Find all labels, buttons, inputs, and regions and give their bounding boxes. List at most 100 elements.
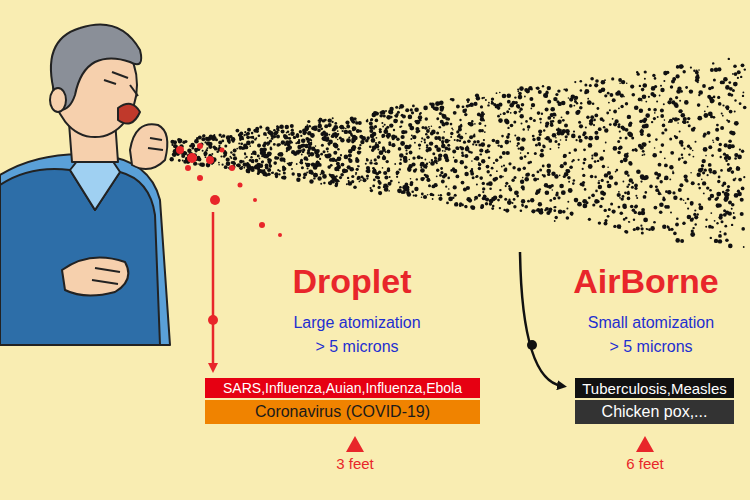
spray-dot xyxy=(644,85,647,88)
spray-dot xyxy=(729,87,733,91)
spray-dot xyxy=(285,125,289,129)
spray-dot xyxy=(445,186,447,188)
spray-dot xyxy=(676,89,681,94)
spray-dot xyxy=(642,95,647,100)
spray-dot xyxy=(681,113,686,118)
spray-dot xyxy=(707,106,709,108)
spray-dot xyxy=(582,168,584,170)
spray-dot xyxy=(460,125,463,128)
spray-dot xyxy=(727,163,730,166)
spray-dot xyxy=(291,129,294,132)
spray-dot xyxy=(415,120,418,123)
spray-dot xyxy=(532,138,535,141)
spray-dot xyxy=(546,185,549,188)
spray-dot xyxy=(431,105,434,108)
spray-dot xyxy=(434,157,437,160)
spray-dot xyxy=(543,129,545,131)
spray-dot xyxy=(521,185,525,189)
spray-dot xyxy=(731,144,735,148)
spray-dot xyxy=(645,101,647,103)
spray-dot xyxy=(542,85,544,87)
spray-dot xyxy=(501,135,504,138)
spray-dot xyxy=(236,164,239,167)
spray-dot xyxy=(692,150,694,152)
spray-dot xyxy=(532,174,535,177)
spray-dot xyxy=(409,151,413,155)
spray-dot xyxy=(617,193,621,197)
spray-dot xyxy=(524,205,528,209)
spray-dot xyxy=(502,176,504,178)
spray-dot xyxy=(402,190,406,194)
spray-dot xyxy=(582,133,585,136)
spray-dot xyxy=(379,114,383,118)
spray-dot xyxy=(620,211,624,215)
spray-dot xyxy=(605,142,607,144)
spray-dot xyxy=(518,92,522,96)
spray-dot xyxy=(259,126,262,129)
spray-dot xyxy=(499,195,503,199)
spray-dot xyxy=(450,132,453,135)
spray-dot xyxy=(346,138,351,143)
spray-dot xyxy=(552,133,557,138)
spray-dot xyxy=(497,199,500,202)
spray-dot xyxy=(740,76,742,78)
spray-dot xyxy=(347,177,349,179)
spray-dot xyxy=(693,70,695,72)
spray-dot xyxy=(538,202,542,206)
spray-dot xyxy=(641,100,643,102)
spray-dot xyxy=(456,175,460,179)
spray-dot xyxy=(407,145,411,149)
spray-dot xyxy=(453,169,458,174)
spray-dot xyxy=(530,198,534,202)
spray-dot xyxy=(731,208,733,210)
spray-dot xyxy=(585,89,590,94)
spray-dot xyxy=(243,167,245,169)
spray-dot xyxy=(670,151,674,155)
spray-dot xyxy=(198,136,202,140)
spray-dot xyxy=(482,182,485,185)
spray-dot xyxy=(369,122,373,126)
spray-dot xyxy=(622,204,627,209)
spray-dot xyxy=(572,159,574,161)
spray-dot xyxy=(396,120,398,122)
spray-dot xyxy=(654,147,656,149)
spray-dot xyxy=(333,151,337,155)
spray-dot xyxy=(370,187,372,189)
spray-dot xyxy=(360,179,362,181)
spray-dot xyxy=(659,95,661,97)
spray-dot xyxy=(308,155,310,157)
spray-dot xyxy=(716,124,719,127)
spray-dot xyxy=(388,190,390,192)
spray-dot xyxy=(656,186,658,188)
spray-dot xyxy=(453,185,457,189)
spray-dot xyxy=(627,174,629,176)
spray-dot xyxy=(409,159,411,161)
spray-dot xyxy=(588,143,593,148)
spray-dot xyxy=(256,165,261,170)
spray-dot xyxy=(301,154,303,156)
spray-dot xyxy=(588,218,591,221)
spray-dot xyxy=(358,146,362,150)
spray-dot xyxy=(578,159,580,161)
spray-dot xyxy=(340,154,342,156)
spray-dot xyxy=(438,160,440,162)
spray-dot xyxy=(293,153,295,155)
spray-dot xyxy=(571,213,573,215)
spray-dot xyxy=(230,151,232,153)
spray-dot xyxy=(378,186,381,189)
spray-dot xyxy=(644,70,647,73)
spray-dot xyxy=(446,122,448,124)
spray-dot xyxy=(293,136,296,139)
spray-dot xyxy=(326,147,329,150)
spray-dot xyxy=(687,198,690,201)
spray-dot xyxy=(459,140,461,142)
spray-dot xyxy=(628,123,632,127)
spray-dot xyxy=(669,179,671,181)
spray-dot xyxy=(456,130,459,133)
spray-dot xyxy=(288,146,291,149)
spray-dot xyxy=(467,98,470,101)
spray-dot xyxy=(399,153,404,158)
spray-dot xyxy=(335,159,337,161)
spray-dot xyxy=(743,92,745,94)
spray-dot xyxy=(714,220,716,222)
